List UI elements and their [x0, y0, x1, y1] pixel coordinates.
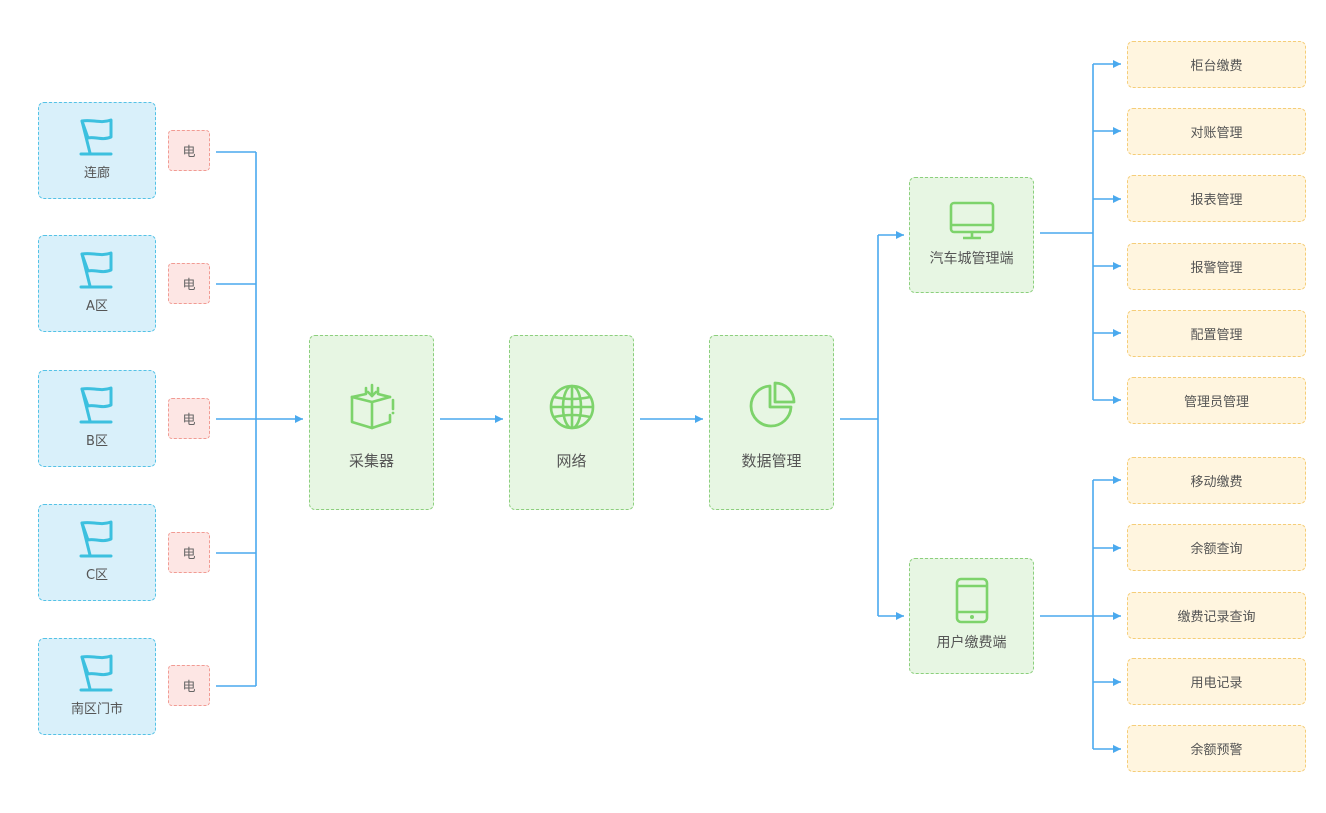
- network-label: 网络: [556, 452, 587, 470]
- zone-box-b: B区: [38, 370, 156, 467]
- pie-chart-icon: [749, 381, 795, 428]
- network-box: 网络: [509, 335, 634, 510]
- zone-box-c: C区: [38, 504, 156, 601]
- user-function-item: 缴费记录查询: [1127, 592, 1306, 639]
- user-function-item: 余额预警: [1127, 725, 1306, 772]
- zone-box-south-shops: 南区门市: [38, 638, 156, 735]
- user-function-item: 用电记录: [1127, 658, 1306, 705]
- electricity-meter-tag: 电: [168, 532, 210, 573]
- admin-function-item: 对账管理: [1127, 108, 1306, 155]
- admin-function-item: 报警管理: [1127, 243, 1306, 290]
- zone-label: 南区门市: [70, 702, 123, 717]
- collector-box-icon: [350, 383, 394, 430]
- collector-box: 采集器: [309, 335, 434, 510]
- monitor-icon: [949, 201, 994, 240]
- zone-label: C区: [85, 568, 109, 583]
- admin-function-item: 管理员管理: [1127, 377, 1306, 424]
- flag-icon: [79, 520, 113, 558]
- user-client-box: 用户缴费端: [909, 558, 1034, 674]
- data-management-box: 数据管理: [709, 335, 834, 510]
- electricity-meter-tag: 电: [168, 398, 210, 439]
- collector-label: 采集器: [348, 452, 394, 470]
- user-client-label: 用户缴费端: [936, 635, 1007, 651]
- admin-client-box: 汽车城管理端: [909, 177, 1034, 293]
- admin-function-item: 柜台缴费: [1127, 41, 1306, 88]
- tablet-icon: [955, 577, 988, 624]
- admin-client-label: 汽车城管理端: [929, 251, 1014, 267]
- user-function-item: 余额查询: [1127, 524, 1306, 571]
- zone-label: 连廊: [83, 166, 110, 181]
- flag-icon: [79, 251, 113, 289]
- admin-function-item: 报表管理: [1127, 175, 1306, 222]
- zone-label: A区: [86, 299, 108, 314]
- globe-icon: [549, 384, 594, 430]
- zone-label: B区: [86, 434, 108, 449]
- zone-box-a: A区: [38, 235, 156, 332]
- admin-function-item: 配置管理: [1127, 310, 1306, 357]
- data-management-label: 数据管理: [741, 452, 802, 470]
- user-function-item: 移动缴费: [1127, 457, 1306, 504]
- zone-box-lianlang: 连廊: [38, 102, 156, 199]
- electricity-meter-tag: 电: [168, 130, 210, 171]
- flag-icon: [79, 386, 113, 424]
- electricity-meter-tag: 电: [168, 263, 210, 304]
- flag-icon: [79, 654, 113, 692]
- electricity-meter-tag: 电: [168, 665, 210, 706]
- flag-icon: [79, 118, 113, 156]
